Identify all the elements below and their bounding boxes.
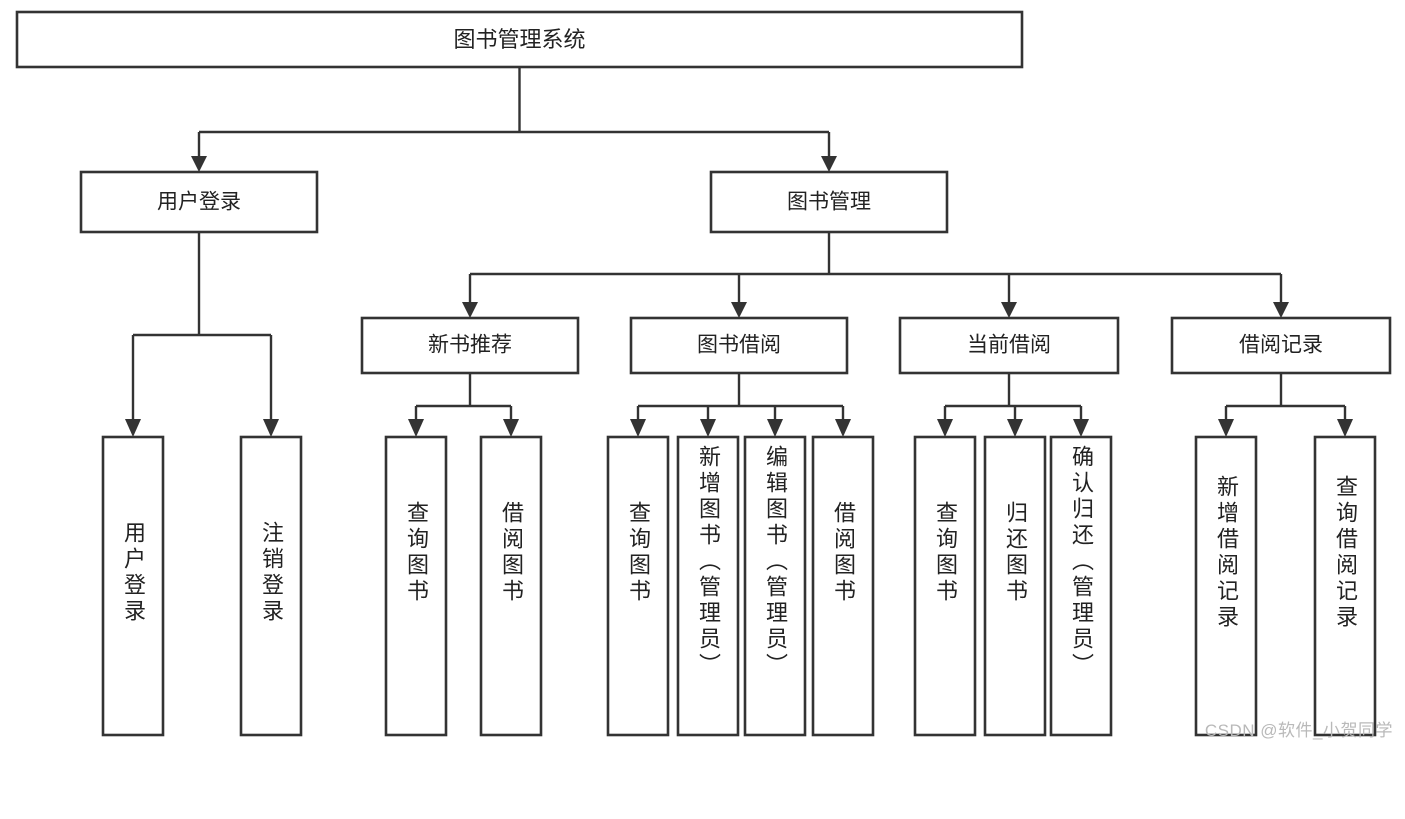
leaf-box-group xyxy=(101,435,1377,737)
leaf-box-logout[interactable] xyxy=(239,435,303,737)
node-borrow-record[interactable]: 借阅记录 xyxy=(1170,316,1392,375)
flowchart-svg: 图书管理系统 用户登录 图书管理 新书推荐 图书借阅 当前借阅 借阅记录 xyxy=(15,10,1392,737)
node-user-login-box[interactable] xyxy=(79,170,319,234)
arrow-head-borrow-record xyxy=(1273,302,1289,318)
leaf-box-user-login[interactable] xyxy=(101,435,165,737)
arrow-head-current-borrow xyxy=(1001,302,1017,318)
node-book-manage-box[interactable] xyxy=(709,170,949,234)
node-root[interactable]: 图书管理系统 xyxy=(15,10,1024,69)
leaf-box-add-record[interactable] xyxy=(1194,435,1258,737)
leaf-box-edit-book[interactable] xyxy=(743,435,807,737)
arrow-head-book-borrow xyxy=(731,302,747,318)
csdn-watermark: CSDN @软件_小贺同学 xyxy=(1204,721,1393,740)
connector-group-root-to-level2 xyxy=(191,67,837,172)
node-root-box[interactable] xyxy=(15,10,1024,69)
leaf-box-query-record[interactable] xyxy=(1313,435,1377,737)
node-current-borrow[interactable]: 当前借阅 xyxy=(898,316,1120,375)
arrow-head-leaf-query-book-1 xyxy=(408,419,424,437)
leaf-box-query-book-3[interactable] xyxy=(913,435,977,737)
arrow-head-leaf-logout xyxy=(263,419,279,437)
arrow-head-leaf-query-book-2 xyxy=(630,419,646,437)
node-book-borrow-box[interactable] xyxy=(629,316,849,375)
leaf-box-borrow-book-2[interactable] xyxy=(811,435,875,737)
node-new-book-recommend-box[interactable] xyxy=(360,316,580,375)
connector-group-book-manage-to-level3 xyxy=(462,232,1289,318)
leaf-box-add-book[interactable] xyxy=(676,435,740,737)
flowchart-canvas: 图书管理系统 用户登录 图书管理 新书推荐 图书借阅 当前借阅 借阅记录 xyxy=(15,10,1393,740)
connector-group-borrow-record-children xyxy=(1218,373,1353,437)
node-book-manage-label: 图书管理 xyxy=(787,191,871,214)
leaf-box-query-book-1[interactable] xyxy=(384,435,448,737)
arrow-head-leaf-add-record xyxy=(1218,419,1234,437)
node-current-borrow-box[interactable] xyxy=(898,316,1120,375)
node-book-borrow[interactable]: 图书借阅 xyxy=(629,316,849,375)
arrow-head-leaf-confirm-return xyxy=(1073,419,1089,437)
arrow-head-leaf-return-book xyxy=(1007,419,1023,437)
arrow-head-leaf-user-login xyxy=(125,419,141,437)
connector-group-user-login-children xyxy=(125,232,279,437)
node-user-login-label: 用户登录 xyxy=(157,191,241,214)
node-borrow-record-box[interactable] xyxy=(1170,316,1392,375)
arrow-head-leaf-borrow-book-2 xyxy=(835,419,851,437)
arrow-head-leaf-edit-book xyxy=(767,419,783,437)
node-book-manage[interactable]: 图书管理 xyxy=(709,170,949,234)
node-book-borrow-label: 图书借阅 xyxy=(697,334,781,357)
leaf-box-borrow-book-1[interactable] xyxy=(479,435,543,737)
node-current-borrow-label: 当前借阅 xyxy=(967,334,1051,357)
arrow-head-new-book-rec xyxy=(462,302,478,318)
node-root-label: 图书管理系统 xyxy=(453,27,585,52)
arrow-head-book-manage xyxy=(821,156,837,172)
leaf-box-query-book-2[interactable] xyxy=(606,435,670,737)
node-borrow-record-label: 借阅记录 xyxy=(1239,334,1323,357)
leaf-box-confirm-return[interactable] xyxy=(1049,435,1113,737)
arrow-head-leaf-add-book xyxy=(700,419,716,437)
arrow-head-user-login xyxy=(191,156,207,172)
connector-group-current-borrow-children xyxy=(937,373,1089,437)
connector-group-book-borrow-children xyxy=(630,373,851,437)
arrow-head-leaf-query-record xyxy=(1337,419,1353,437)
connector-group-new-book-rec-children xyxy=(408,373,519,437)
node-user-login[interactable]: 用户登录 xyxy=(79,170,319,234)
leaf-box-return-book[interactable] xyxy=(983,435,1047,737)
arrow-head-leaf-query-book-3 xyxy=(937,419,953,437)
node-new-book-recommend-label: 新书推荐 xyxy=(428,334,512,357)
arrow-head-leaf-borrow-book-1 xyxy=(503,419,519,437)
node-new-book-recommend[interactable]: 新书推荐 xyxy=(360,316,580,375)
